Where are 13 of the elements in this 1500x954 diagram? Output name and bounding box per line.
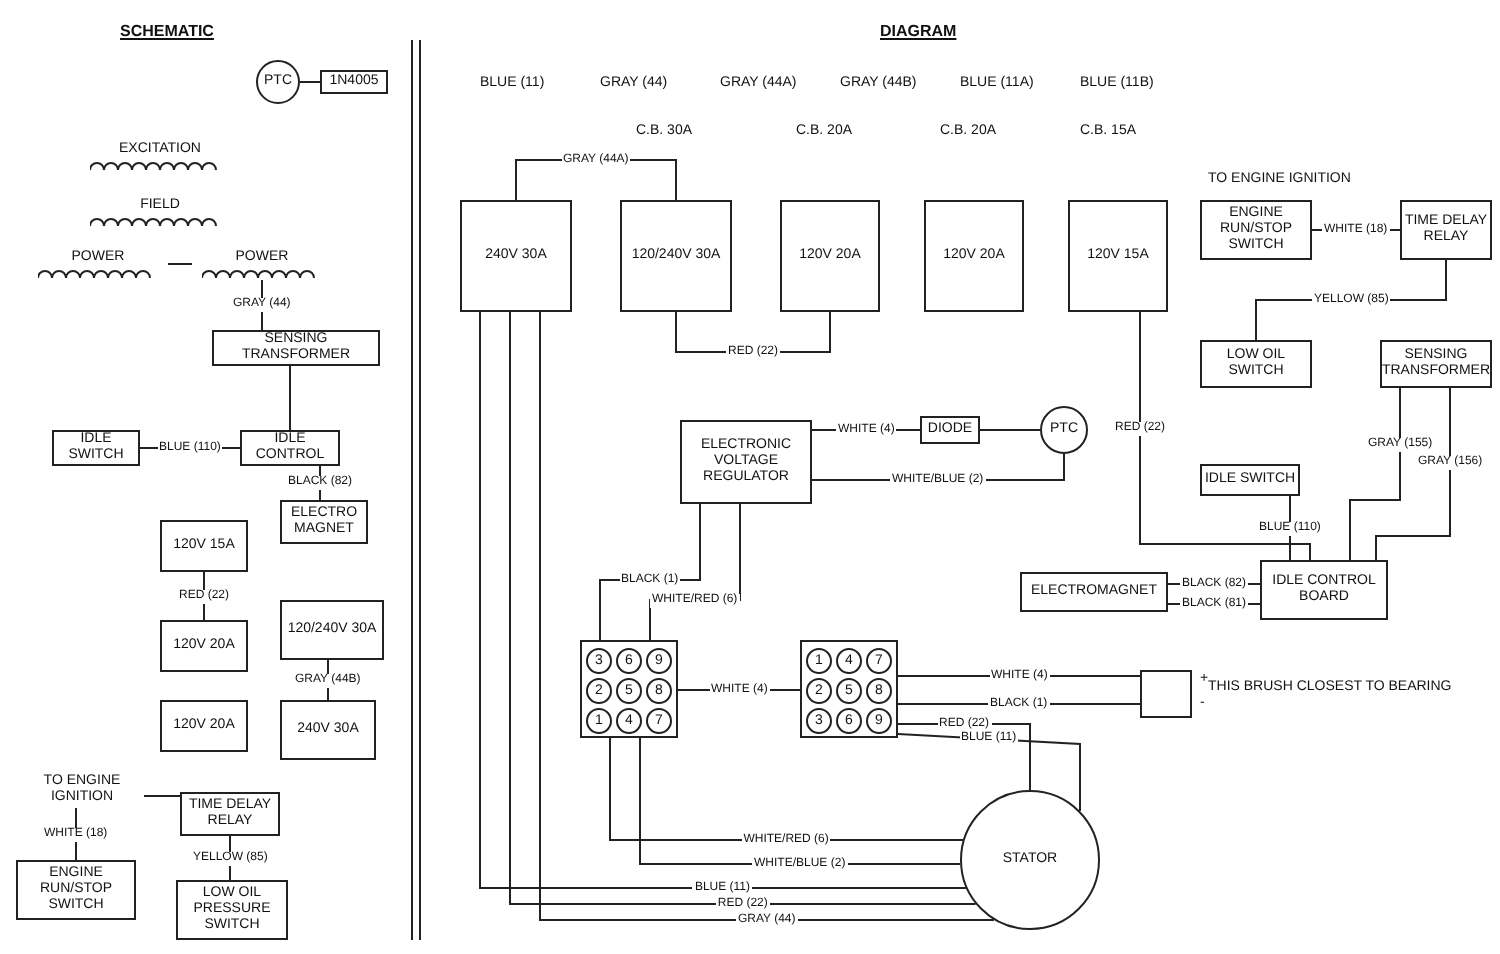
connector-plug bbox=[580, 640, 678, 738]
wire bbox=[1349, 387, 1401, 561]
wire bbox=[143, 795, 181, 797]
wire bbox=[1375, 387, 1451, 561]
heading: DIAGRAM bbox=[880, 24, 957, 40]
brush-holder bbox=[1140, 670, 1192, 718]
connector-plug bbox=[800, 640, 898, 738]
heading: SCHEMATIC bbox=[120, 24, 214, 40]
wire bbox=[979, 429, 1041, 431]
wire bbox=[299, 81, 321, 83]
wire bbox=[167, 263, 193, 265]
wire bbox=[289, 365, 291, 431]
wire bbox=[1139, 311, 1311, 561]
